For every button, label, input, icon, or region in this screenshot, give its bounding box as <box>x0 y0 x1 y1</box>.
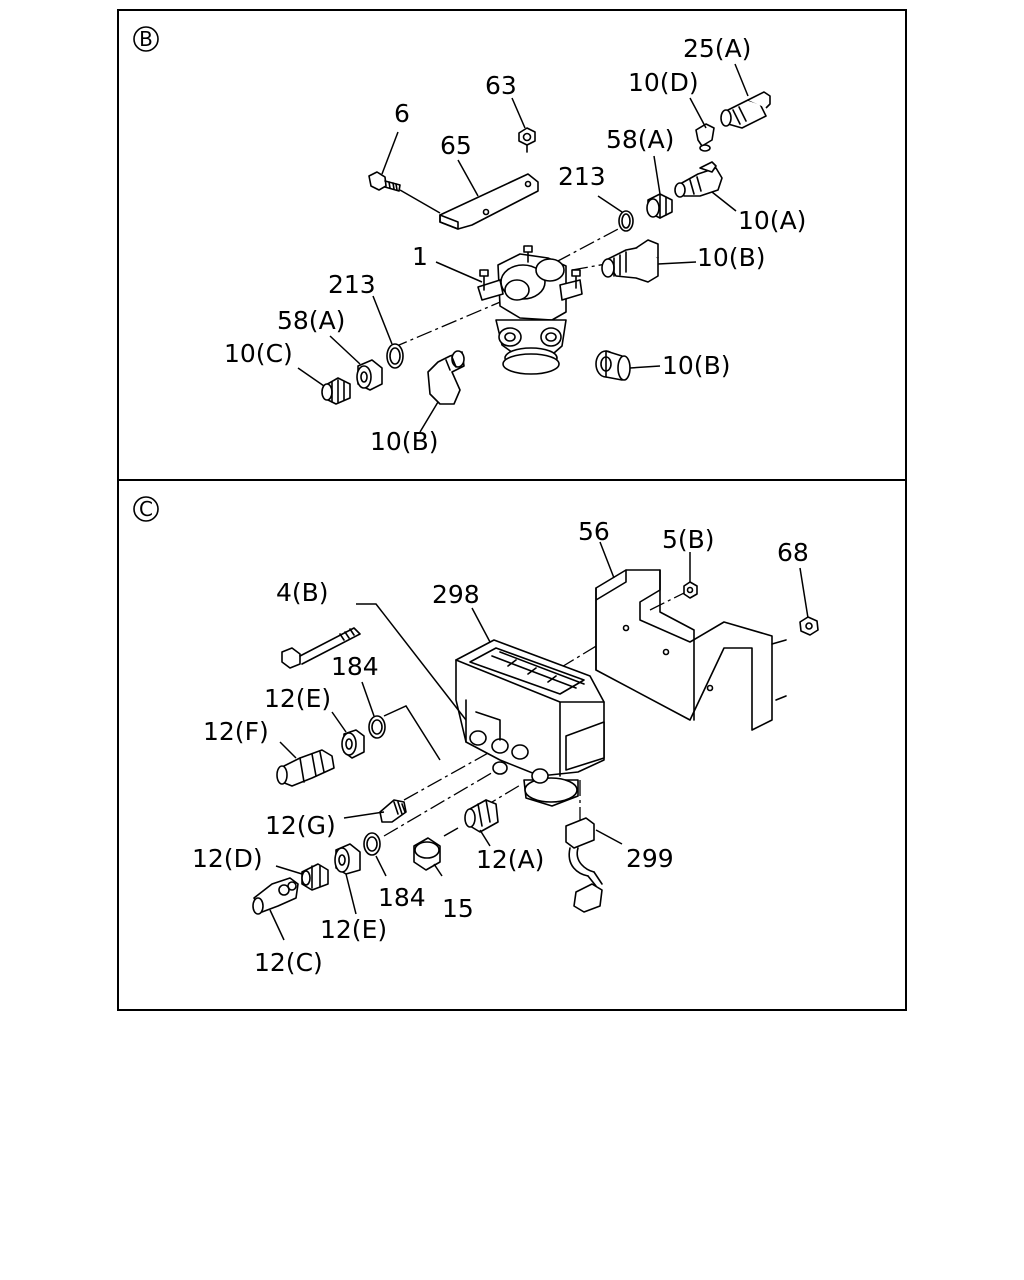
bracket-65 <box>439 173 539 230</box>
valve-body-1 <box>477 245 583 375</box>
panel-c-frame <box>117 479 907 1011</box>
flow-line <box>383 767 501 837</box>
label-299: 299 <box>626 844 674 873</box>
label-12e-top: 12(E) <box>264 684 331 713</box>
label-68: 68 <box>777 538 809 567</box>
panel-b-badge-circle <box>133 26 159 52</box>
flow-line <box>391 299 506 349</box>
label-63: 63 <box>485 71 517 100</box>
fitting-12a <box>464 799 499 833</box>
nut-5b <box>683 581 698 599</box>
modulator-298 <box>455 639 605 807</box>
panel-c: C <box>117 479 907 1011</box>
flow-line <box>571 263 607 271</box>
label-10a: 10(A) <box>738 206 806 235</box>
label-298: 298 <box>432 580 480 609</box>
o-ring-213-left <box>386 343 404 369</box>
plug-12g <box>379 799 407 823</box>
label-12g: 12(G) <box>265 811 336 840</box>
label-10c: 10(C) <box>224 339 293 368</box>
label-65: 65 <box>440 131 472 160</box>
fitting-12f <box>276 749 335 787</box>
leader-lines-c <box>269 541 809 941</box>
flow-line <box>403 751 491 801</box>
label-5b: 5(B) <box>662 525 715 554</box>
label-12f: 12(F) <box>203 717 269 746</box>
plug-15 <box>413 837 441 871</box>
label-25a: 25(A) <box>683 34 751 63</box>
label-12e-bottom: 12(E) <box>320 915 387 944</box>
o-ring-184-top <box>368 715 386 739</box>
o-ring-184-bottom <box>363 832 381 856</box>
adapter-12e-top <box>341 729 365 759</box>
connector-299 <box>565 817 603 913</box>
panel-b-badge: B <box>139 27 153 51</box>
label-213-top: 213 <box>558 162 606 191</box>
adapter-12e-bottom <box>334 843 361 875</box>
label-10b-right: 10(B) <box>697 243 765 272</box>
label-58a-top: 58(A) <box>606 125 674 154</box>
bolt-4b <box>281 627 361 669</box>
stud <box>771 639 787 701</box>
leader-lines-b <box>297 63 749 433</box>
nut-68 <box>799 616 819 636</box>
label-12c: 12(C) <box>254 948 323 977</box>
label-56: 56 <box>578 517 610 546</box>
bracket-56 <box>595 569 773 731</box>
adapter-58a-left <box>356 359 383 391</box>
label-10b-bottom: 10(B) <box>370 427 438 456</box>
label-1: 1 <box>412 242 428 271</box>
label-6: 6 <box>394 99 410 128</box>
nut-63 <box>518 127 536 153</box>
tee-10a <box>674 161 723 198</box>
label-10d: 10(D) <box>628 68 699 97</box>
elbow-10b-right <box>601 239 659 283</box>
fitting-12d <box>301 863 329 891</box>
panel-c-badge: C <box>139 497 153 521</box>
label-184-bottom: 184 <box>378 883 426 912</box>
fitting-12c <box>252 877 299 915</box>
bolt-6 <box>368 171 401 192</box>
label-213-left: 213 <box>328 270 376 299</box>
fitting-10c <box>321 377 351 405</box>
label-12a: 12(A) <box>476 845 544 874</box>
flow-line <box>555 227 621 263</box>
sensor-25a <box>720 91 771 129</box>
label-184-top: 184 <box>331 652 379 681</box>
elbow-10d <box>695 123 715 152</box>
label-15: 15 <box>442 894 474 923</box>
o-ring-213-top <box>618 210 634 232</box>
label-12d: 12(D) <box>192 844 263 873</box>
elbow-10b-mid <box>427 350 465 405</box>
label-10b-mid: 10(B) <box>662 351 730 380</box>
label-4b: 4(B) <box>276 578 329 607</box>
panel-c-badge-circle <box>133 496 159 522</box>
adapter-58a-top <box>646 193 673 219</box>
panel-b: B <box>117 9 907 481</box>
label-58a-left: 58(A) <box>277 306 345 335</box>
coupling-10b-bottom <box>595 350 631 381</box>
